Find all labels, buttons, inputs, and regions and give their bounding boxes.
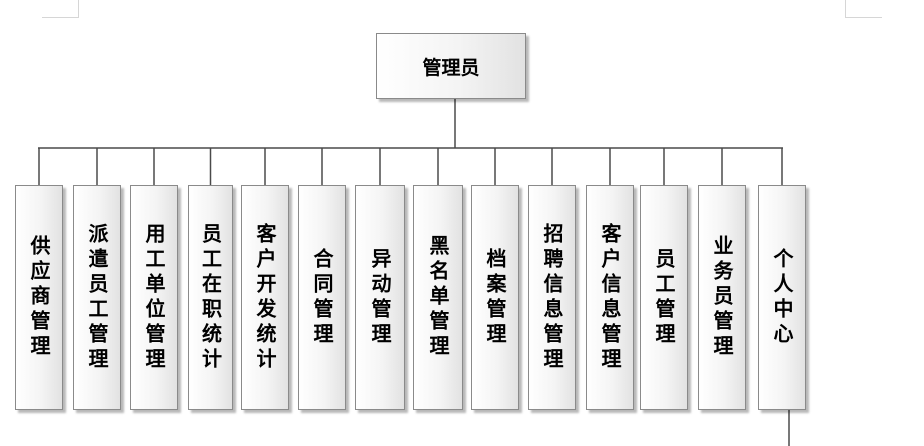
node-transfer: 异动管理 bbox=[355, 185, 405, 410]
node-dispatched-staff: 派遣员工管理 bbox=[73, 185, 121, 410]
node-staff-onjob-stats: 员工在职统计 bbox=[188, 185, 233, 410]
child-connectors bbox=[38, 148, 783, 185]
node-label: 个人中心 bbox=[770, 247, 794, 348]
root-node-label: 管理员 bbox=[422, 56, 480, 79]
node-label: 黑名单管理 bbox=[426, 235, 450, 360]
node-label: 合同管理 bbox=[310, 247, 334, 348]
node-label: 业务员管理 bbox=[710, 235, 734, 360]
page-corner-mark-right bbox=[845, 0, 882, 18]
node-label: 招聘信息管理 bbox=[540, 222, 564, 373]
node-employer-unit: 用工单位管理 bbox=[130, 185, 178, 410]
node-label: 员工在职统计 bbox=[198, 222, 223, 373]
node-label: 异动管理 bbox=[368, 247, 392, 348]
node-label: 档案管理 bbox=[483, 247, 507, 348]
node-blacklist: 黑名单管理 bbox=[413, 185, 463, 410]
node-label: 供应商管理 bbox=[27, 235, 51, 360]
node-label: 员工管理 bbox=[652, 247, 676, 348]
page-corner-mark-left bbox=[42, 0, 79, 18]
node-recruitment-info: 招聘信息管理 bbox=[528, 185, 576, 410]
node-label: 用工单位管理 bbox=[142, 222, 166, 373]
node-staff: 员工管理 bbox=[640, 185, 688, 410]
node-personal-center: 个人中心 bbox=[758, 185, 806, 410]
node-label: 客户信息管理 bbox=[598, 222, 622, 373]
node-client-info: 客户信息管理 bbox=[586, 185, 634, 410]
node-label: 派遣员工管理 bbox=[85, 222, 109, 373]
node-archive: 档案管理 bbox=[471, 185, 519, 410]
node-salesman: 业务员管理 bbox=[698, 185, 746, 410]
node-client-dev-stats: 客户开发统计 bbox=[241, 185, 289, 410]
node-label: 客户开发统计 bbox=[253, 222, 277, 373]
root-node-admin: 管理员 bbox=[376, 33, 526, 99]
node-supplier: 供应商管理 bbox=[15, 185, 63, 410]
node-contract: 合同管理 bbox=[298, 185, 346, 410]
